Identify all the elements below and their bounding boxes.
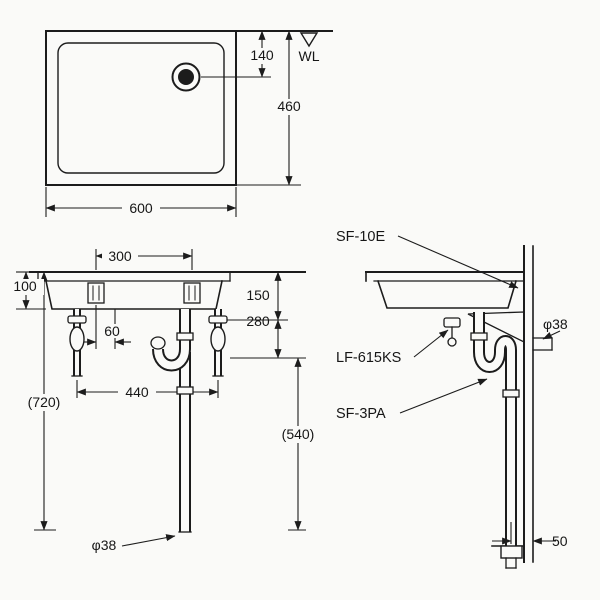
dim-300: 300 [108,248,132,264]
top-view [45,30,333,186]
leader-phi38-wall [542,330,561,340]
front-view [29,271,306,533]
dim-50: 50 [552,533,568,549]
dim-140: 140 [250,47,274,63]
dim-60: 60 [104,323,120,339]
slip-nut [176,386,194,395]
slip-nut [176,332,194,341]
leader-sf3pa [399,378,488,414]
stop-valve-right [208,309,228,377]
dim-600: 600 [129,200,153,216]
leader-sf10e [397,235,519,289]
drain-trap-side [470,312,520,546]
leader-phi38-floor [121,534,176,547]
label-sf10e: SF-10E [336,229,385,245]
annotations: 600 460 140 WL 300 100 150 280 60 440 (7… [6,47,568,553]
wall-bracket-left [87,282,105,304]
stop-valve-left [67,309,87,377]
leader-lf615ks [413,329,449,358]
dim-280: 280 [246,313,270,329]
cleanout-cap [150,336,166,350]
floor-flange [500,545,523,569]
dim-phi38-floor: φ38 [92,537,117,553]
basin-side [376,279,517,309]
dim-460: 460 [277,98,301,114]
label-lf615ks: LF-615KS [336,350,401,366]
basin-front [45,280,223,310]
drain-trap-front [150,309,194,533]
sink-outline-top [45,30,237,186]
slip-nut [502,389,520,398]
stop-valve-side [443,317,461,347]
dim-150: 150 [246,287,270,303]
support-bracket [467,311,525,344]
drain-ring [171,62,201,92]
dim-440: 440 [125,384,149,400]
dim-50-lines [492,522,556,545]
water-level-symbol [299,32,319,48]
slip-nut [470,332,488,341]
dim-540-lines [288,357,306,531]
dim-phi38-wall: φ38 [543,316,568,332]
dim-100: 100 [13,278,37,294]
wall-bracket-right [183,282,201,304]
wall-pipe-stub [532,337,553,351]
sink-rim-side [365,271,525,282]
leader-lines [121,235,561,547]
dim-150-280-lines [226,271,306,359]
drain-hole [178,69,194,85]
basin-inner-edge [57,42,225,174]
sink-rim-front [37,271,231,282]
dim-540: (540) [282,426,315,442]
dim-720: (720) [28,394,61,410]
label-sf3pa: SF-3PA [336,406,386,422]
side-view [365,245,553,569]
wall-section [523,245,534,563]
water-line-label: WL [299,48,320,64]
